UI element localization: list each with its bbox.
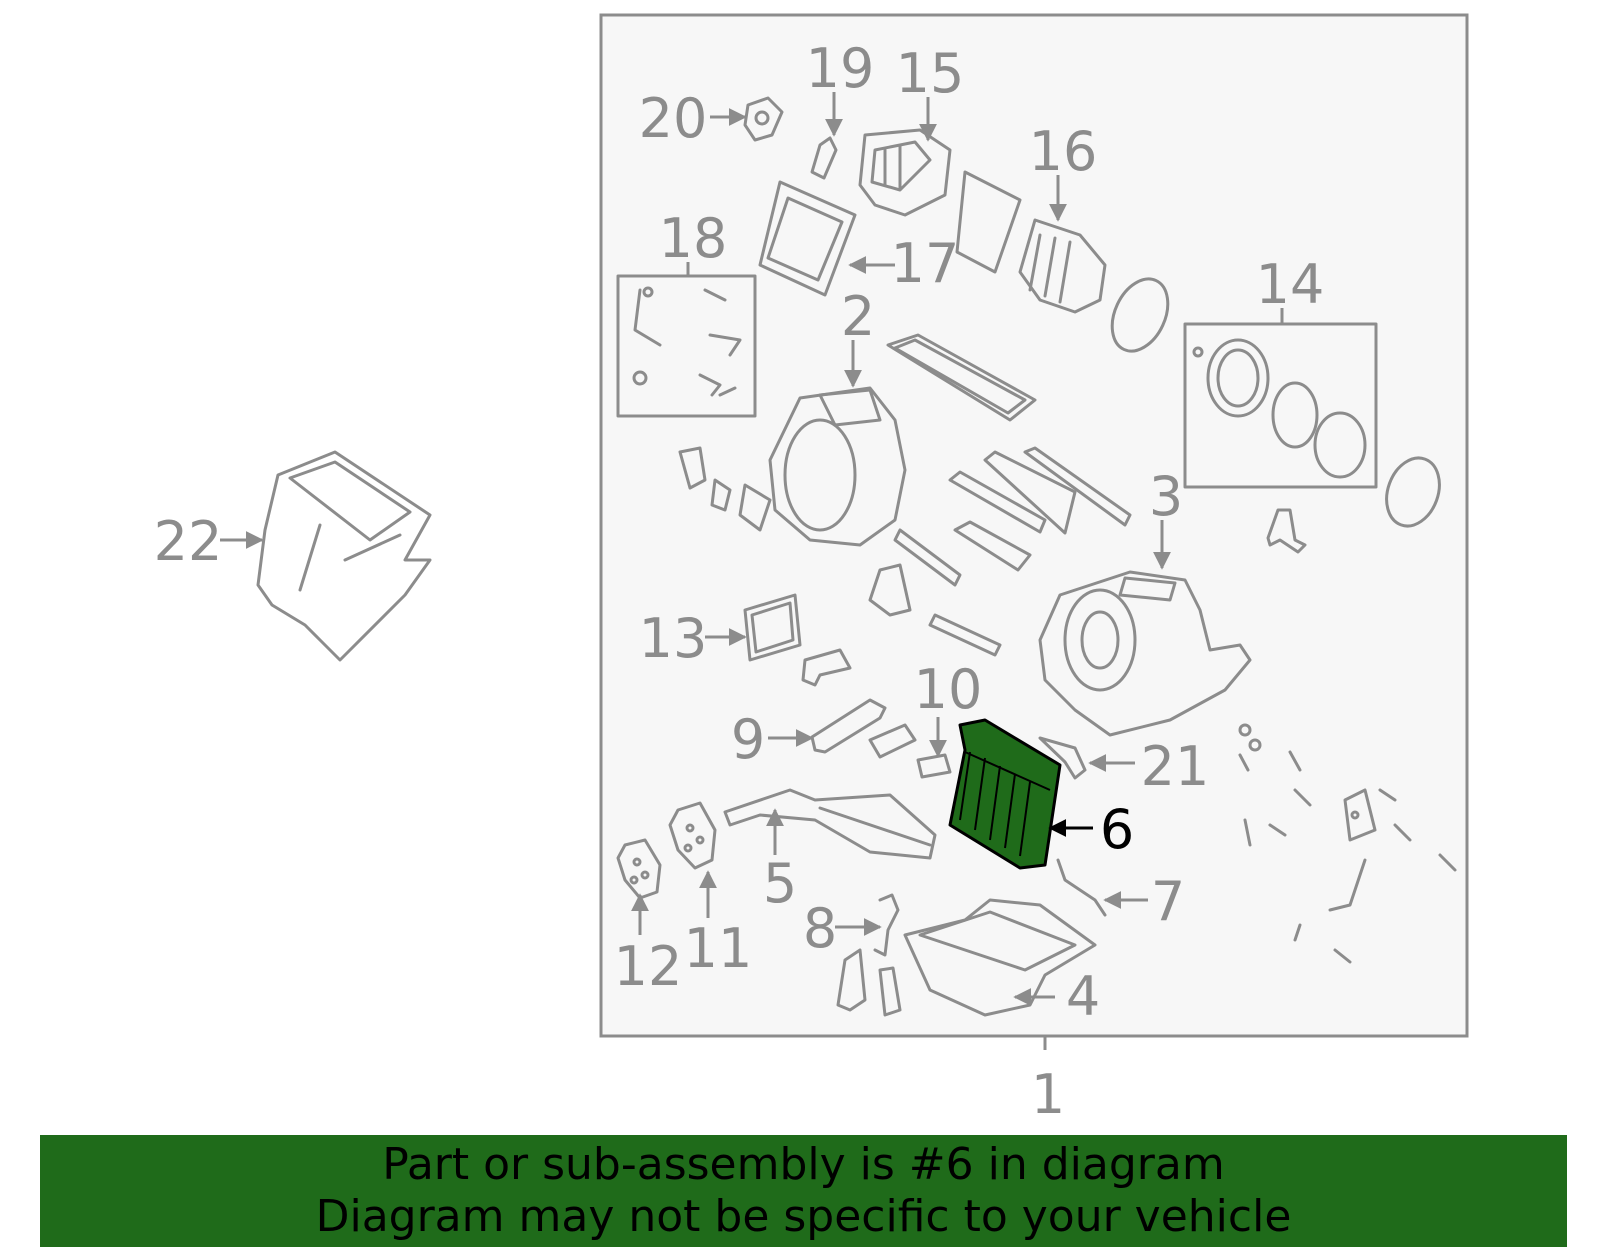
callout-14: 14 (1256, 253, 1325, 316)
air-door-panel[interactable] (955, 170, 1022, 274)
part-22-duct[interactable] (256, 450, 432, 662)
part-13-cabin-filter[interactable] (743, 593, 802, 662)
callout-3: 3 (1149, 465, 1183, 528)
part-3-housing[interactable] (1038, 570, 1252, 737)
clip-part[interactable] (1266, 508, 1307, 554)
info-banner: Part or sub-assembly is #6 in diagram Di… (40, 1135, 1567, 1247)
callout-6: 6 (1100, 798, 1134, 861)
callout-1: 1 (1031, 1063, 1065, 1126)
callout-22: 22 (154, 510, 223, 573)
filter-element[interactable] (886, 333, 1037, 422)
part-9-tube[interactable] (810, 698, 887, 754)
callout-13: 13 (639, 607, 708, 670)
part-21-bracket[interactable] (1038, 736, 1087, 780)
part-11-gasket[interactable] (668, 801, 717, 870)
callout-17: 17 (891, 232, 960, 295)
callout-21: 21 (1141, 735, 1210, 798)
part-8-clip[interactable] (873, 893, 900, 957)
hardware-cluster[interactable] (1238, 723, 1457, 964)
small-bracket[interactable] (801, 648, 852, 687)
callout-19: 19 (806, 37, 875, 100)
banner-line-1: Part or sub-assembly is #6 in diagram (382, 1139, 1225, 1190)
part-2-housing[interactable] (678, 386, 907, 547)
part-6-evaporator-core[interactable] (948, 718, 1062, 870)
callout-2: 2 (841, 285, 875, 348)
part-16-blower-housing[interactable] (1018, 218, 1107, 314)
outer-seal-ring[interactable] (1378, 451, 1449, 534)
part-5-heater-core[interactable] (723, 788, 937, 860)
callout-16: 16 (1029, 120, 1098, 183)
banner-line-2: Diagram may not be specific to your vehi… (315, 1191, 1292, 1242)
callout-12: 12 (614, 935, 683, 998)
callout-9: 9 (731, 708, 765, 771)
callout-8: 8 (803, 897, 837, 960)
part-7-drain[interactable] (1056, 858, 1107, 917)
seal-ring[interactable] (1101, 270, 1178, 360)
part-9b-pad[interactable] (868, 723, 917, 759)
callout-5: 5 (763, 852, 797, 915)
callout-4: 4 (1066, 965, 1100, 1028)
part-4-lower-case[interactable] (903, 898, 1097, 1017)
door-flaps[interactable] (868, 446, 1132, 657)
part-19[interactable] (810, 136, 838, 180)
part-17-filter-frame[interactable] (758, 180, 857, 297)
callout-10: 10 (914, 658, 983, 721)
callout-7: 7 (1151, 870, 1185, 933)
lower-clips[interactable] (836, 948, 902, 1017)
callout-11: 11 (684, 917, 753, 980)
callout-15: 15 (896, 42, 965, 105)
callout-20: 20 (639, 87, 708, 150)
callout-18: 18 (659, 207, 728, 270)
